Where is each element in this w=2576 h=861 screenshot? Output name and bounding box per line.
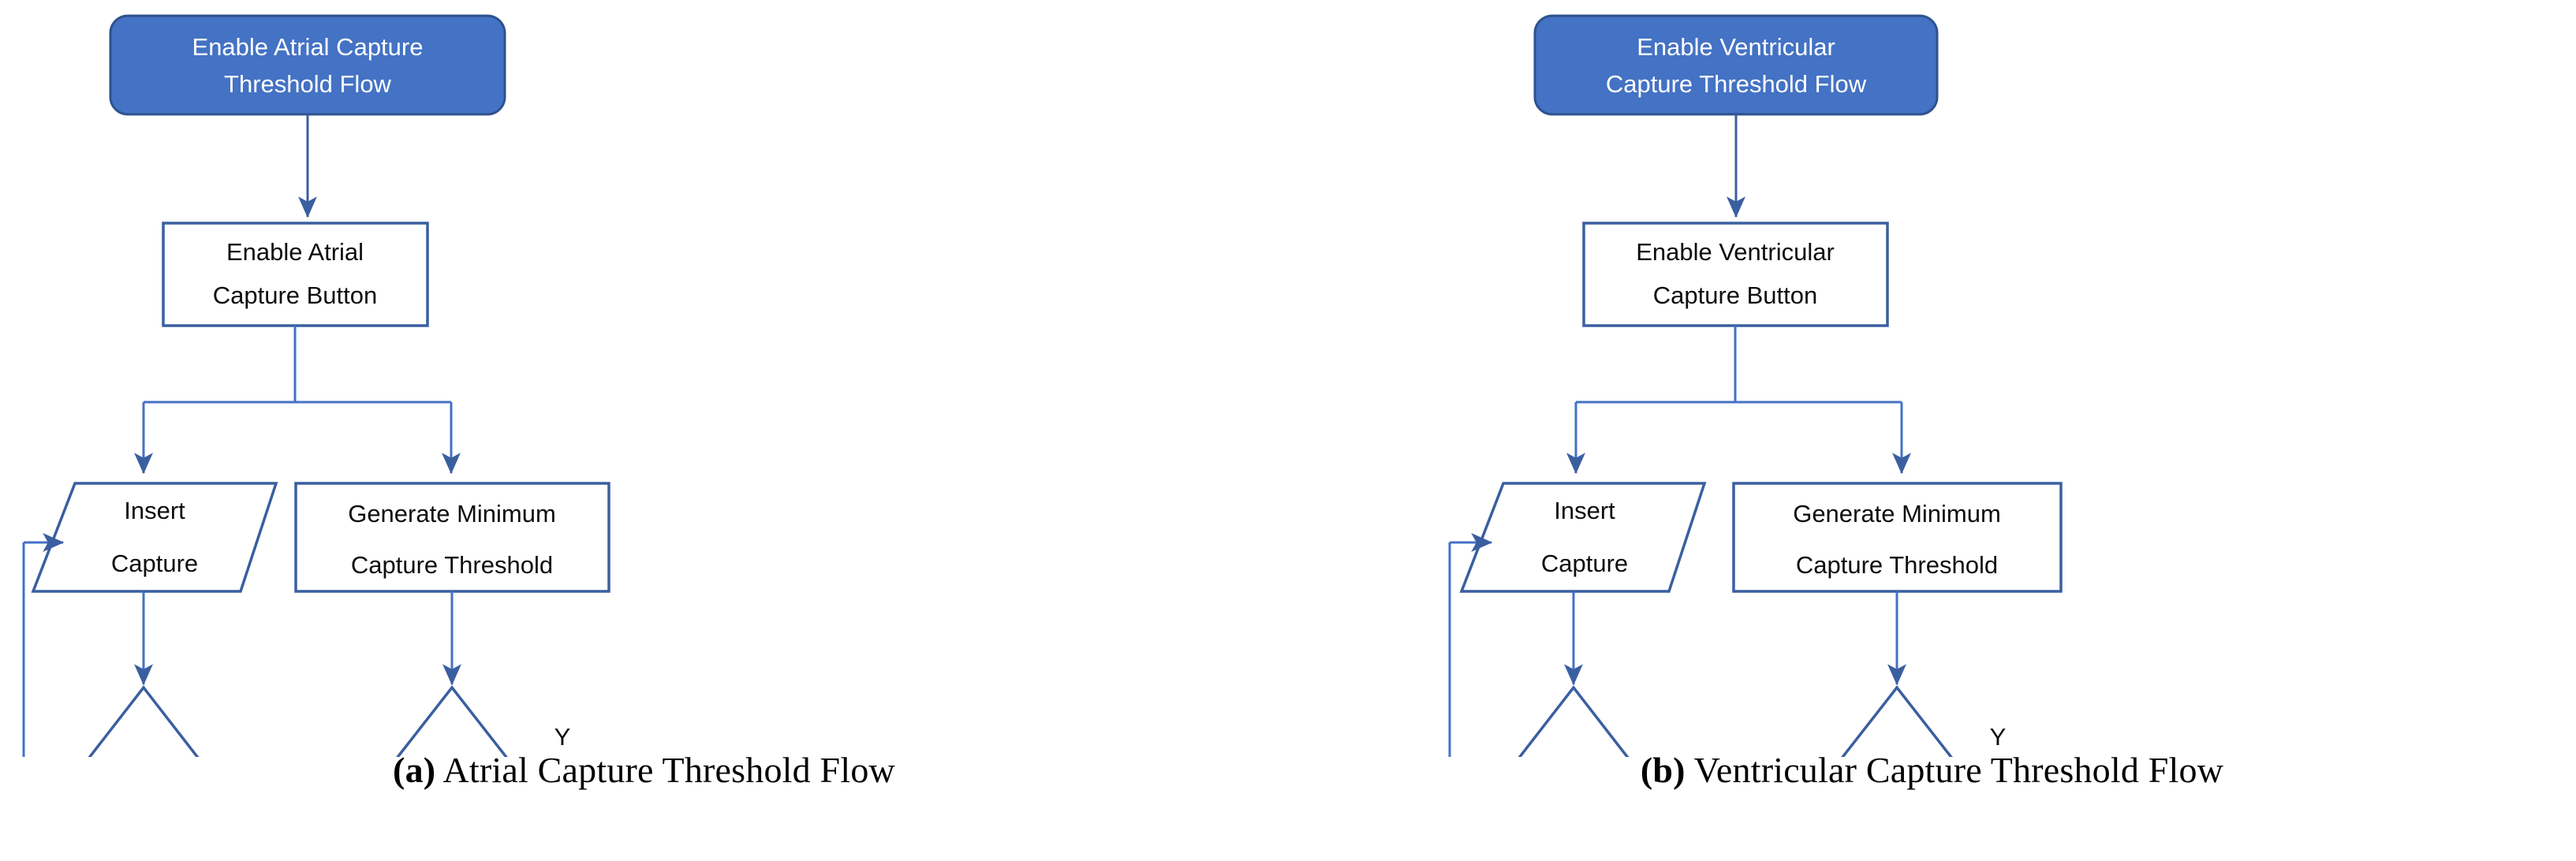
node-start-line2: Capture Threshold Flow xyxy=(1606,70,1867,98)
panel-a: Enable Atrial Capture Threshold Flow Ena… xyxy=(0,0,1288,790)
node-insert-capture-line1: Insert xyxy=(1554,497,1615,524)
node-inserted-capture-decision: Inserted Capture? xyxy=(1518,685,1630,757)
node-start-line1: Enable Ventricular xyxy=(1637,33,1835,61)
node-generate-minimum-line2: Capture Threshold xyxy=(1796,551,1998,579)
edge-button-split xyxy=(1566,326,1911,475)
node-inserted-capture-decision: Inserted Capture? xyxy=(88,685,200,757)
node-smaller-than-minimum-decision: Smaller than Minimum? xyxy=(1841,685,1953,757)
node-insert-capture-line1: Insert xyxy=(124,497,185,524)
node-insert-capture: Insert Capture xyxy=(1459,482,1707,593)
edge-label-smaller-yes: Y xyxy=(1990,723,2007,751)
node-enable-button-line1: Enable Atrial xyxy=(226,238,364,266)
panel-b-caption-tag: (b) xyxy=(1640,750,1686,790)
flowchart-a: Enable Atrial Capture Threshold Flow Ena… xyxy=(0,0,1288,757)
edge-label-smaller-yes: Y xyxy=(554,723,571,751)
node-generate-minimum: Generate Minimum Capture Threshold xyxy=(1732,482,2063,593)
node-enable-button-line1: Enable Ventricular xyxy=(1636,238,1835,266)
edge-loopback xyxy=(1448,533,1493,757)
node-start: Enable Atrial Capture Threshold Flow xyxy=(109,14,506,116)
panel-b: Enable Ventricular Capture Threshold Flo… xyxy=(1288,0,2576,861)
edge-button-split xyxy=(134,326,461,475)
node-start: Enable Ventricular Capture Threshold Flo… xyxy=(1533,14,1939,116)
node-smaller-than-minimum-decision: Smaller than Minimum? xyxy=(396,685,508,757)
node-insert-capture-line2: Capture xyxy=(111,550,198,577)
panel-a-caption-text: Atrial Capture Threshold Flow xyxy=(435,750,895,790)
node-insert-capture-line2: Capture xyxy=(1541,550,1628,577)
node-start-line2: Threshold Flow xyxy=(224,70,392,98)
flowchart-b: Enable Ventricular Capture Threshold Flo… xyxy=(1288,0,2576,757)
edge-loopback xyxy=(22,533,65,757)
panel-b-caption-text: Ventricular Capture Threshold Flow xyxy=(1685,750,2224,790)
node-generate-minimum-line2: Capture Threshold xyxy=(351,551,553,579)
node-enable-button-line2: Capture Button xyxy=(213,281,378,309)
node-generate-minimum-line1: Generate Minimum xyxy=(1793,500,2001,527)
node-enable-button: Enable Ventricular Capture Button xyxy=(1582,222,1889,327)
panel-b-caption: (b) Ventricular Capture Threshold Flow xyxy=(1288,749,2576,791)
node-generate-minimum: Generate Minimum Capture Threshold xyxy=(294,482,610,593)
node-enable-button-line2: Capture Button xyxy=(1653,281,1818,309)
node-enable-button: Enable Atrial Capture Button xyxy=(162,222,429,327)
node-insert-capture: Insert Capture xyxy=(31,482,278,593)
node-start-line1: Enable Atrial Capture xyxy=(192,33,424,61)
node-generate-minimum-line1: Generate Minimum xyxy=(348,500,556,527)
